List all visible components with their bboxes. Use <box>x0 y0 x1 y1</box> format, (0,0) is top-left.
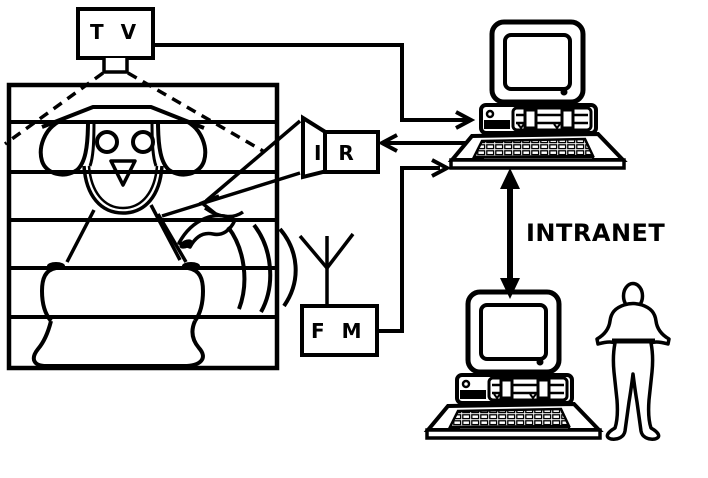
workstation-bottom <box>427 292 600 438</box>
wave-arc <box>252 223 273 313</box>
antenna-arm-right <box>325 232 355 270</box>
camera-view-line-left <box>3 71 105 146</box>
dog-tail-base <box>179 239 193 249</box>
dog-eye-left <box>95 130 119 154</box>
dog-ear-left-inner <box>88 119 96 167</box>
ir-box <box>323 130 380 174</box>
dog-foreleg-left <box>65 209 96 263</box>
dog-ear-right-inner <box>150 119 158 167</box>
ir-beam-line-upper <box>204 119 302 203</box>
wave-arc <box>278 227 298 308</box>
dog-body-right <box>187 266 205 323</box>
ir-label: I R <box>314 141 359 165</box>
ir-line-arrowhead <box>377 133 398 153</box>
person-figure <box>595 281 671 441</box>
dog-muzzle-inner <box>87 165 159 210</box>
signal-lines <box>153 43 476 333</box>
dog-ear-left <box>38 119 90 177</box>
intranet-link: INTRANET <box>500 168 665 299</box>
ir-transceiver: I R <box>301 114 380 180</box>
tv-line-arrowhead <box>455 110 476 130</box>
wave-arcs <box>226 223 298 313</box>
dog-muzzle <box>82 165 164 215</box>
ir-beam-swoosh <box>203 206 245 219</box>
workstation-top <box>451 22 624 168</box>
intranet-arrowhead-down <box>500 278 520 299</box>
fm-to-computer-line <box>377 166 440 333</box>
camera-view-line-right <box>127 71 264 153</box>
fm-line-arrowhead <box>431 158 452 178</box>
ir-beam-arrow <box>161 119 302 219</box>
intranet-label: INTRANET <box>526 219 665 247</box>
dog-head-top <box>41 105 205 130</box>
tv-camera: T V <box>3 7 264 153</box>
tv-to-computer-line <box>153 43 468 122</box>
dog-ear-right <box>156 119 208 177</box>
cage-frame <box>6 82 280 371</box>
dog-body-left <box>40 266 57 323</box>
dog-figure <box>31 105 237 368</box>
dog-haunches <box>31 320 205 368</box>
antenna-icon <box>298 232 355 306</box>
person-body <box>595 301 671 441</box>
dog-foreleg-right <box>149 204 182 261</box>
dog-paw-right <box>182 262 200 270</box>
ir-beam-line-lower <box>161 171 301 218</box>
tv-camera-mount <box>102 58 129 74</box>
fm-receiver: F M <box>298 232 379 357</box>
tv-label: T V <box>90 20 141 44</box>
fm-label: F M <box>311 319 367 343</box>
antenna-arm-left <box>298 234 329 270</box>
dog-paw-left <box>47 262 65 270</box>
wave-arc <box>226 225 247 310</box>
dog-eye-right <box>131 130 155 154</box>
intranet-arrowhead-up <box>500 168 520 189</box>
